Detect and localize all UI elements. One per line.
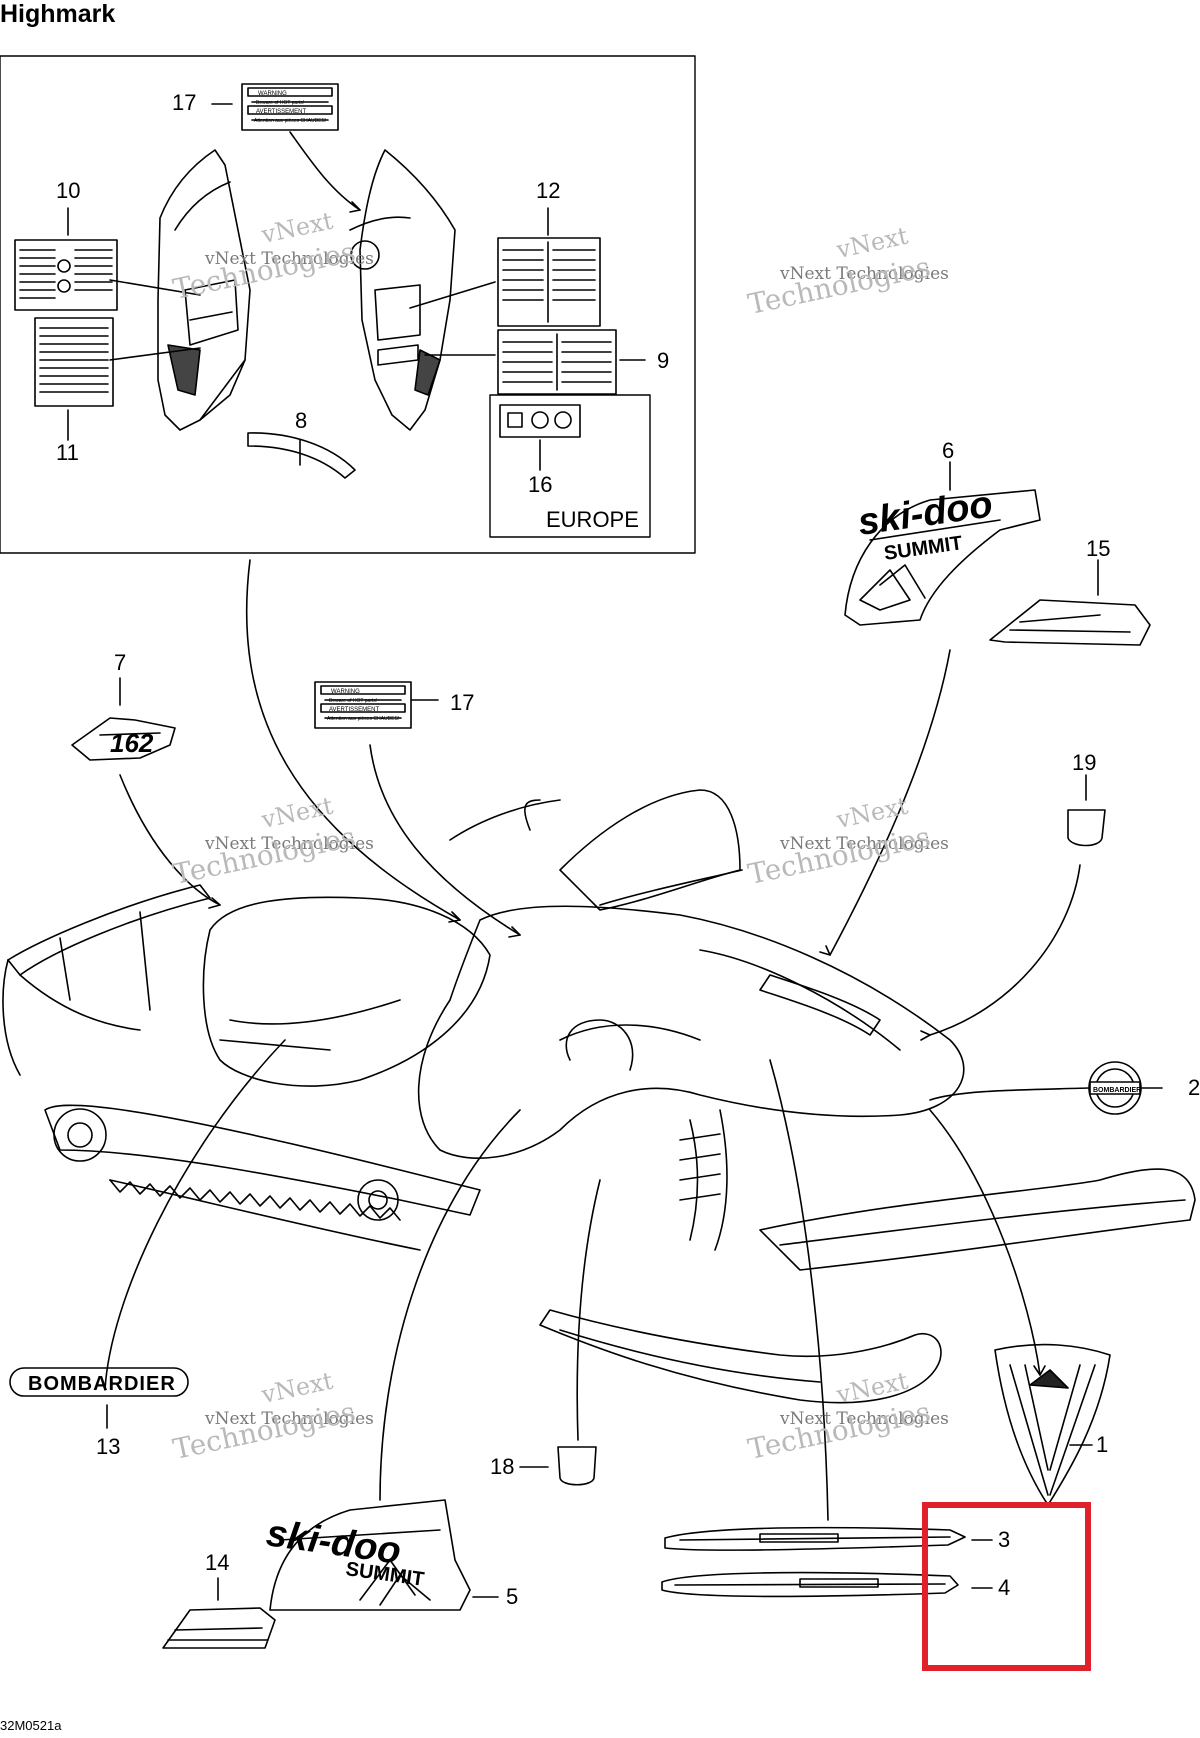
decal-5-summit: SUMMIT	[344, 1558, 425, 1591]
decal-17-main-line1: WARNING	[331, 689, 360, 695]
callout-16: 16	[528, 472, 553, 497]
callout-19: 19	[1072, 750, 1097, 775]
decal-15	[989, 599, 1151, 646]
decal-8-arc	[247, 432, 356, 479]
decal-17-top	[241, 83, 339, 131]
decal-6-text: ski-doo	[855, 484, 995, 544]
leader-6	[829, 649, 951, 956]
leader-5	[379, 1109, 521, 1501]
leader-18	[576, 1179, 601, 1441]
callout-18: 18	[490, 1454, 515, 1479]
callout-9: 9	[657, 348, 670, 373]
leader-1	[929, 1109, 1041, 1376]
decal-3	[664, 1526, 966, 1551]
callout-17-main: 17	[450, 690, 475, 715]
decal-6	[844, 489, 1041, 626]
europe-box	[489, 394, 651, 538]
decal-9	[497, 329, 617, 395]
callout-4: 4	[998, 1575, 1011, 1600]
leader-17-main	[369, 744, 521, 936]
callout-6: 6	[942, 438, 955, 463]
snowmobile-outline	[2, 789, 1196, 1404]
decal-17-top-line3: AVERTISSEMENT	[256, 109, 306, 115]
decal-13-text: BOMBARDIER	[28, 1373, 176, 1395]
callout-10: 10	[56, 178, 81, 203]
decal-11	[34, 317, 114, 407]
callout-17-top: 17	[172, 90, 197, 115]
decal-14	[162, 1607, 276, 1649]
decal-18	[557, 1446, 597, 1486]
callout-15: 15	[1086, 536, 1111, 561]
page-title: Highmark	[0, 0, 116, 28]
callout-3: 3	[998, 1527, 1011, 1552]
callout-13: 13	[96, 1434, 121, 1459]
decal-10	[14, 239, 118, 311]
callout-1: 1	[1096, 1432, 1109, 1457]
decal-2-text: BOMBARDIER	[1093, 1087, 1141, 1094]
decal-7	[71, 717, 176, 761]
callout-14: 14	[205, 1550, 230, 1575]
decal-13	[9, 1367, 189, 1397]
decal-2	[1088, 1061, 1163, 1115]
decal-17-main-line2: Beware of HOT parts!	[329, 698, 377, 704]
decal-4	[661, 1571, 959, 1598]
leader-2	[929, 1087, 1089, 1101]
right-side-panel	[349, 149, 456, 431]
callout-7: 7	[114, 650, 127, 675]
callout-5: 5	[506, 1584, 519, 1609]
left-side-panel	[157, 149, 251, 431]
decal-17-top-line1: WARNING	[258, 91, 287, 97]
callout-12: 12	[536, 178, 561, 203]
inset-frame	[0, 55, 696, 554]
decal-17-main-line4: Attention aux pièces CHAUDES!	[327, 716, 399, 722]
highlight-box	[922, 1502, 1091, 1671]
leader-17-top	[245, 559, 461, 921]
decal-17-top-line2: Beware of HOT parts!	[256, 100, 304, 106]
callout-8: 8	[295, 408, 308, 433]
callout-11: 11	[56, 440, 79, 465]
callout-2: 2	[1188, 1075, 1200, 1100]
drawing-code: 32M0521a	[0, 1718, 62, 1733]
decal-17-main	[314, 681, 412, 729]
leader-19	[929, 864, 1081, 1036]
leader-3	[769, 1059, 829, 1521]
decal-12	[497, 237, 601, 327]
decal-1	[994, 1343, 1111, 1506]
leader-7	[119, 774, 221, 906]
decal-19	[1067, 809, 1106, 847]
decal-16	[499, 404, 581, 438]
decal-17-main-line3: AVERTISSEMENT	[329, 707, 379, 713]
leader-13	[104, 1039, 286, 1391]
decal-5	[269, 1499, 471, 1611]
decal-7-text: 162	[110, 728, 154, 758]
decal-17-top-line4: Attention aux pièces CHAUDES!	[254, 118, 326, 124]
europe-label: EUROPE	[546, 507, 639, 532]
